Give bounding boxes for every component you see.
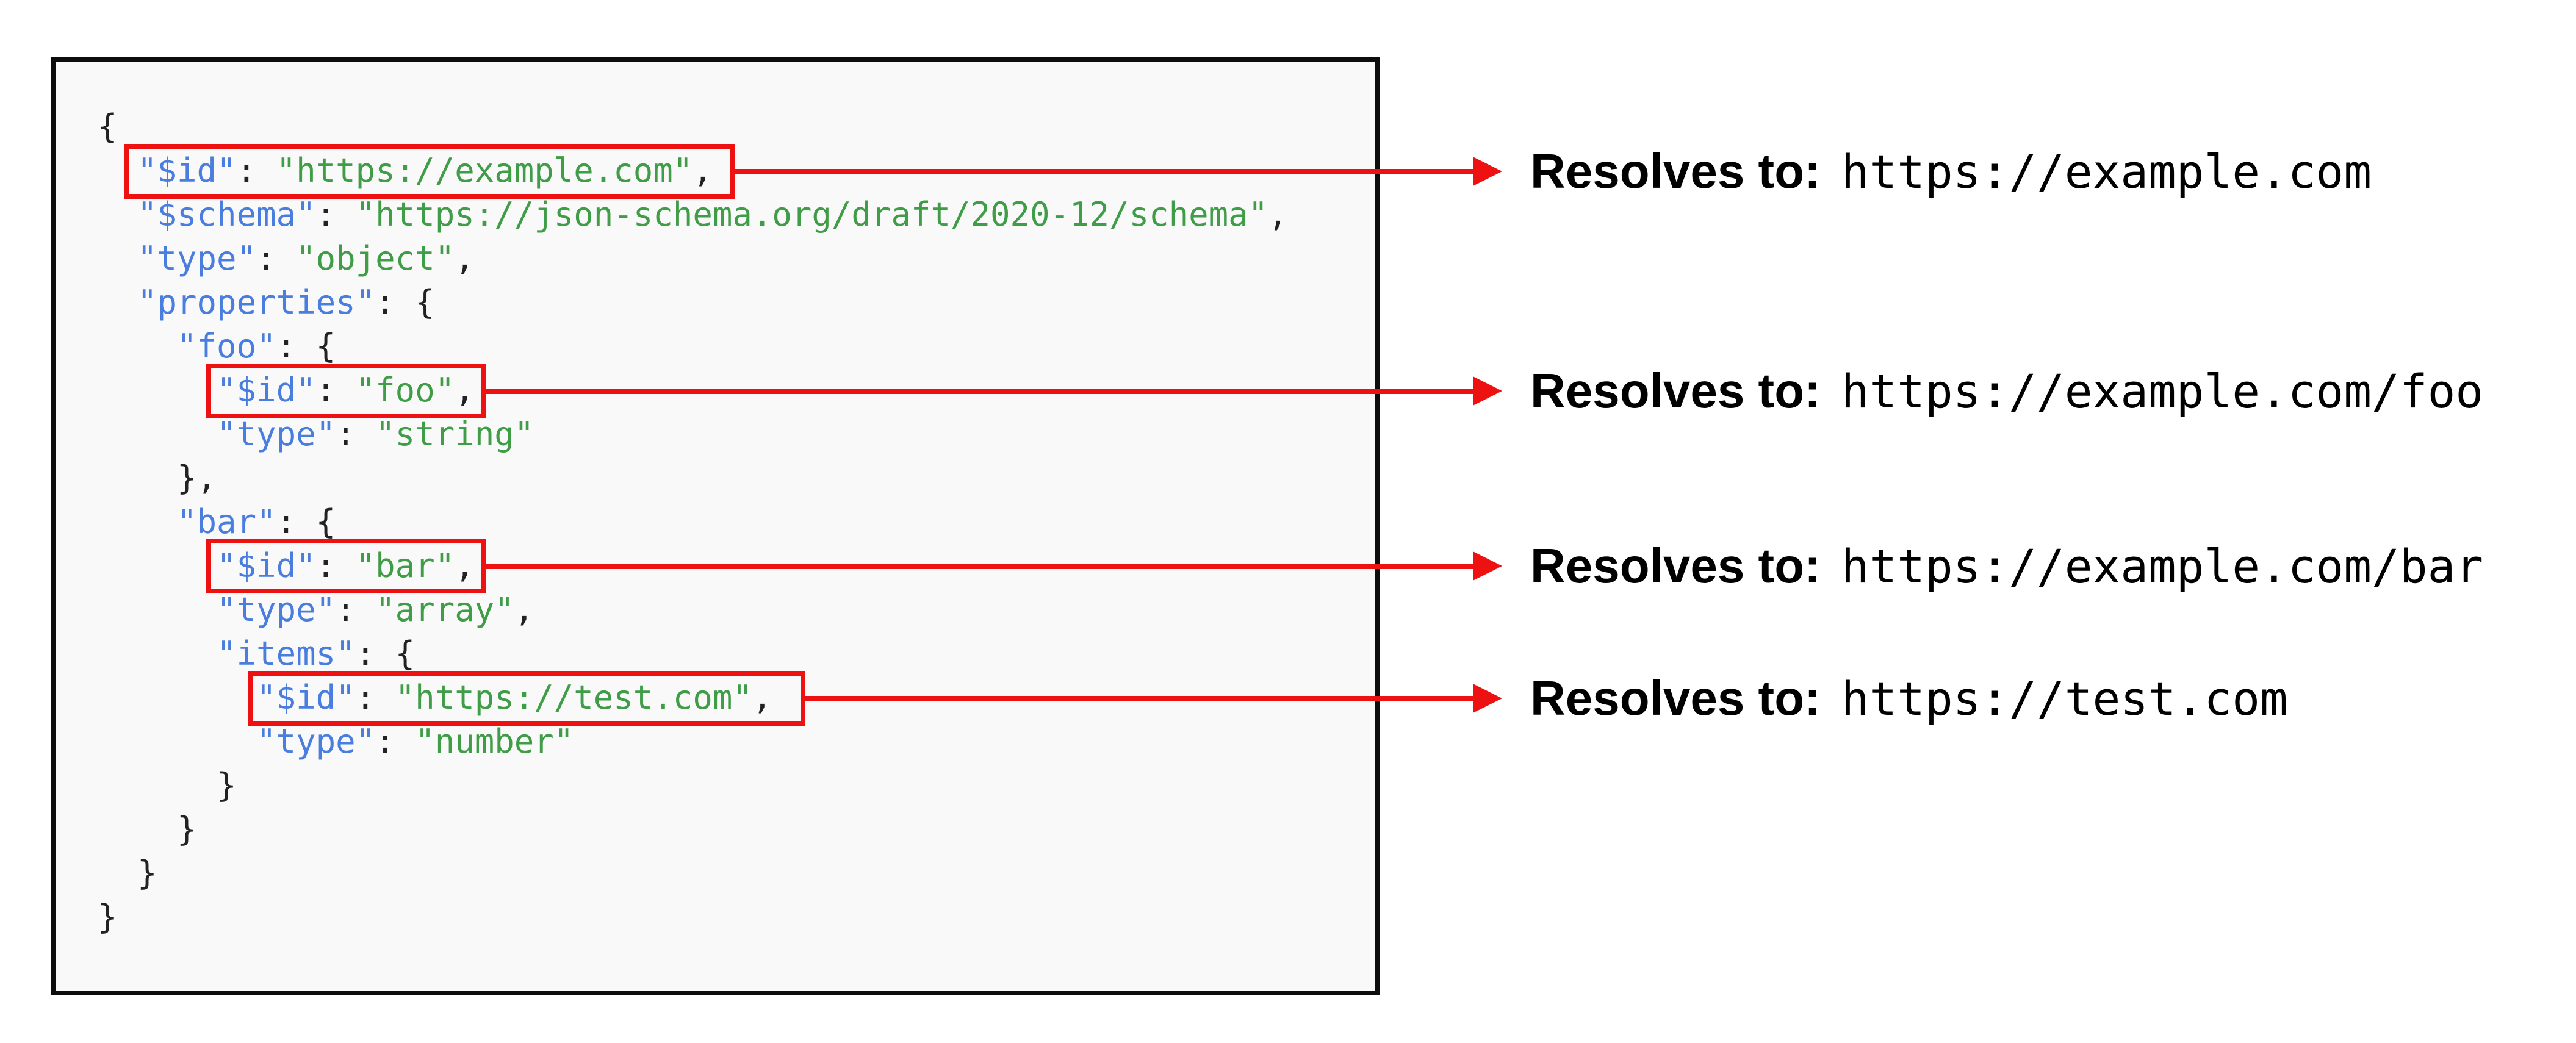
code-token: : [256,239,297,278]
arrow-head-icon [1473,684,1502,713]
code-token: : [355,678,395,717]
code-token: , [1268,195,1288,234]
code-token: , [455,239,475,278]
resolved-url: https://example.com/foo [1841,364,2484,418]
code-token: "type" [217,590,336,629]
code-token: : [315,195,356,234]
resolves-label: Resolves to: [1530,671,1821,725]
code-line: "items": { [98,632,1288,676]
code-line: "bar": { [98,500,1288,544]
code-token: "string" [375,415,534,453]
code-token: "object" [296,239,455,278]
resolves-label: Resolves to: [1530,539,1821,593]
arrow-line-foo-id [486,389,1475,394]
json-code-panel: {"$id": "https://example.com","$schema":… [51,57,1380,995]
code-token: "$id" [217,547,316,585]
arrow-head-icon [1473,376,1502,406]
highlight-box-bar-id [206,539,486,593]
code-token: , [514,590,534,629]
code-line: "foo": { [98,324,1288,368]
code-token: "items" [217,634,356,673]
code-token: "$schema" [137,195,316,234]
code-token: }, [177,459,217,497]
code-token: } [177,810,197,848]
resolved-url: https://test.com [1841,671,2288,726]
code-token: : [336,415,376,453]
code-token: , [455,371,475,409]
code-token: "array" [375,590,514,629]
code-line: { [98,105,1288,149]
code-line: "$schema": "https://json-schema.org/draf… [98,193,1288,237]
code-line: "$id": "foo", [98,368,1288,412]
code-token: , [752,678,772,717]
code-token: : [315,371,356,409]
code-line: } [98,808,1288,851]
code-token: "bar" [177,503,276,541]
code-token: "$id" [217,371,316,409]
code-token: "$id" [137,151,237,190]
resolves-annotation-root: Resolves to: https://example.com [1530,138,2372,205]
code-token: : [336,590,376,629]
code-token: { [98,107,118,146]
code-token: "https://json-schema.org/draft/2020-12/s… [355,195,1268,234]
resolves-label: Resolves to: [1530,144,1821,198]
code-token: "type" [137,239,257,278]
arrow-head-icon [1473,551,1502,581]
resolved-url: https://example.com/bar [1841,539,2484,593]
code-token: : [315,547,356,585]
arrow-head-icon [1473,157,1502,186]
code-token: : { [375,283,435,321]
code-token: : { [276,503,336,541]
resolved-url: https://example.com [1841,144,2372,199]
code-token: } [217,766,237,805]
code-token: } [137,854,157,892]
code-line: "type": "object", [98,237,1288,281]
code-token: "type" [256,722,376,761]
code-line: } [98,851,1288,895]
code-token: "bar" [355,547,455,585]
code-token: : { [355,634,416,673]
code-token: "https://example.com" [276,151,693,190]
arrow-line-items-id [805,696,1475,701]
arrow-line-root-id [735,169,1475,174]
code-token: "type" [217,415,336,453]
code-line: "properties": { [98,281,1288,324]
json-code-block: {"$id": "https://example.com","$schema":… [98,105,1288,939]
code-token: "https://test.com" [395,678,752,717]
resolves-annotation-foo: Resolves to: https://example.com/foo [1530,357,2483,425]
code-line: "$id": "bar", [98,544,1288,588]
resolves-annotation-bar: Resolves to: https://example.com/bar [1530,532,2483,600]
code-token: "number" [415,722,574,761]
code-token: , [455,547,475,585]
resolves-annotation-items: Resolves to: https://test.com [1530,665,2288,732]
code-token: : [236,151,276,190]
resolves-label: Resolves to: [1530,364,1821,418]
code-line: "type": "string" [98,412,1288,456]
code-token: "$id" [256,678,356,717]
highlight-box-foo-id [206,364,486,418]
code-line: }, [98,456,1288,500]
code-line: } [98,895,1288,939]
code-line: } [98,764,1288,808]
highlight-box-root-id [124,144,735,199]
highlight-box-items-id [248,671,805,726]
code-line: "$id": "https://example.com", [98,149,1288,193]
code-token: , [693,151,713,190]
arrow-line-bar-id [486,564,1475,569]
code-token: "foo" [355,371,455,409]
code-token: : { [276,327,336,365]
code-token: "foo" [177,327,276,365]
code-token: : [375,722,416,761]
code-token: } [98,898,118,936]
code-token: "properties" [137,283,376,321]
code-line: "type": "array", [98,588,1288,632]
code-line: "$id": "https://test.com", [98,676,1288,720]
code-line: "type": "number" [98,720,1288,764]
